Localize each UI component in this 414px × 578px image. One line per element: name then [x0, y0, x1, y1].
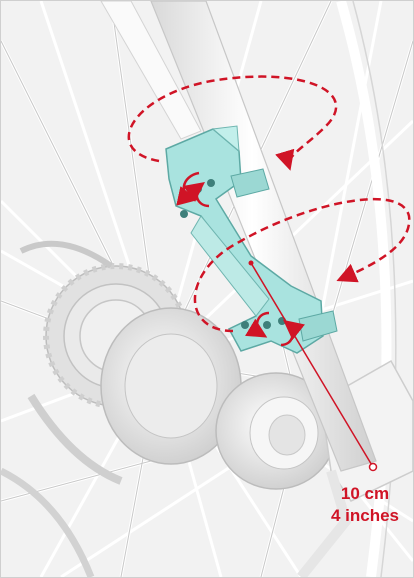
- measurement-label: 10 cm 4 inches: [319, 483, 411, 527]
- measurement-imperial: 4 inches: [319, 505, 411, 527]
- measurement-metric: 10 cm: [319, 483, 411, 505]
